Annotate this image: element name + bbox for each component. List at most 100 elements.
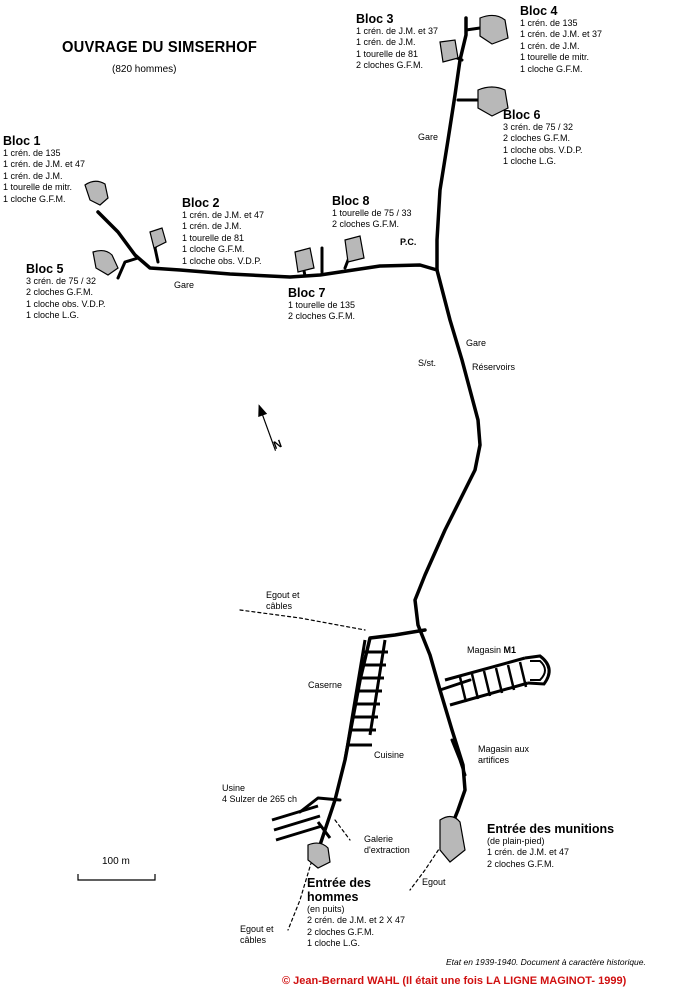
sst-label: S/st. — [418, 358, 437, 368]
entree-munitions-name: Entrée des munitions — [487, 822, 615, 836]
bloc7-line: 2 cloches G.F.M. — [288, 311, 356, 322]
bloc2-label: Bloc 2 1 crén. de J.M. et 47 1 crén. de … — [182, 196, 264, 267]
bloc5-label: Bloc 5 3 crén. de 75 / 32 2 cloches G.F.… — [26, 262, 106, 322]
entree-munitions-line: 2 cloches G.F.M. — [487, 858, 555, 869]
bloc6-line: 1 cloche L.G. — [503, 156, 557, 167]
bloc4-line: 1 cloche G.F.M. — [520, 63, 583, 74]
gare-label-west: Gare — [174, 280, 195, 290]
egout-dashed-2 — [287, 849, 316, 931]
egout-dashed-1 — [239, 609, 366, 631]
bloc8-line: 1 tourelle de 75 / 33 — [332, 208, 412, 218]
bloc2-line: 1 crén. de J.M. — [182, 221, 242, 232]
magasin-artifices-line: artifices — [478, 755, 510, 766]
main-gallery — [413, 16, 482, 832]
bloc4-label: Bloc 4 1 crén. de 135 1 crén. de J.M. et… — [520, 4, 602, 75]
bloc3-label: Bloc 3 1 crén. de J.M. et 37 1 crén. de … — [356, 12, 438, 72]
caserne-ladder — [343, 639, 388, 761]
bloc6-line: 1 cloche obs. V.D.P. — [503, 144, 583, 155]
bloc5-name: Bloc 5 — [26, 262, 64, 276]
west-gallery — [96, 210, 439, 279]
bloc4-line: 1 tourelle de mitr. — [520, 52, 590, 63]
scale-label: 100 m — [102, 856, 130, 867]
magasin-m1-shape — [444, 654, 551, 707]
caserne-label: Caserne — [308, 680, 343, 690]
entree-hommes-name: Entrée des — [307, 876, 371, 890]
usine-line: Usine — [222, 783, 246, 793]
egout-cables-label-1: Egout et câbles — [266, 590, 300, 613]
bloc2-line: 1 tourelle de 81 — [182, 232, 245, 243]
bloc4-line: 1 crén. de 135 — [520, 18, 578, 28]
bloc5-block — [92, 249, 119, 276]
bloc3-line: 1 crén. de J.M. et 37 — [356, 26, 439, 36]
magasin-artifices-line: Magasin aux — [478, 744, 530, 754]
footnote: Etat en 1939-1940. Document à caractère … — [446, 957, 646, 967]
north-arrow-icon — [258, 404, 277, 451]
magasin-artifices-label: Magasin aux artifices — [478, 744, 529, 767]
entree-hommes-block — [307, 842, 331, 869]
bloc4-line: 1 crén. de J.M. et 37 — [520, 29, 603, 40]
entree-munitions-block — [439, 815, 466, 863]
bloc3-line: 1 crén. de J.M. — [356, 37, 416, 48]
entree-munitions-line: 1 crén. de J.M. et 47 — [487, 847, 570, 858]
bloc1-label: Bloc 1 1 crén. de 135 1 crén. de J.M. et… — [3, 134, 85, 205]
bloc3-name: Bloc 3 — [356, 12, 394, 26]
egout-cables-line: Egout et — [266, 590, 300, 600]
bloc5-line: 1 cloche obs. V.D.P. — [26, 298, 106, 309]
bloc1-line: 1 cloche G.F.M. — [3, 193, 66, 204]
bloc5-line: 1 cloche L.G. — [26, 310, 80, 321]
bloc6-line: 2 cloches G.F.M. — [503, 133, 571, 144]
galerie-label: Galerie d'extraction — [364, 834, 410, 857]
bloc2-line: 1 crén. de J.M. et 47 — [182, 210, 265, 220]
bloc8-name: Bloc 8 — [332, 194, 370, 208]
caserne-gallery — [318, 628, 427, 847]
bloc8-block — [344, 235, 365, 263]
magasin-m1-prefix: Magasin — [467, 645, 504, 655]
entree-hommes-name: hommes — [307, 890, 359, 904]
magasin-m1-bold: M1 — [503, 645, 517, 655]
bloc7-label: Bloc 7 1 tourelle de 135 2 cloches G.F.M… — [288, 286, 355, 323]
egout-cables-line: câbles — [266, 601, 293, 612]
galerie-line: d'extraction — [364, 845, 410, 856]
bloc5-line: 3 crén. de 75 / 32 — [26, 276, 97, 286]
scale-bar — [77, 874, 156, 881]
copyright: © Jean-Bernard WAHL (Il était une fois L… — [282, 975, 627, 987]
bloc4-line: 1 crén. de J.M. — [520, 40, 580, 51]
cuisine-label: Cuisine — [374, 750, 405, 760]
entree-hommes-line: 1 cloche L.G. — [307, 938, 361, 949]
reservoirs-label: Réservoirs — [472, 362, 516, 372]
egout-cables-label-2: Egout et câbles — [240, 924, 274, 947]
entree-hommes-line: 2 crén. de J.M. et 2 X 47 — [307, 915, 406, 926]
galerie-line: Galerie — [364, 834, 394, 844]
entree-hommes-label: Entrée des hommes (en puits) 2 crén. de … — [307, 876, 405, 950]
bloc3-block — [439, 39, 459, 63]
bloc7-line: 1 tourelle de 135 — [288, 300, 356, 310]
entree-hommes-line: 2 cloches G.F.M. — [307, 926, 375, 937]
egout-cables-line: Egout et — [240, 924, 274, 934]
bloc6-line: 3 crén. de 75 / 32 — [503, 122, 574, 132]
map-title: OUVRAGE DU SIMSERHOF — [62, 39, 258, 56]
bloc1-line: 1 crén. de 135 — [3, 148, 61, 158]
bloc4-gallery — [464, 26, 482, 32]
magasin-m1-label: Magasin M1 — [467, 645, 516, 656]
entree-hommes-sub: (en puits) — [307, 904, 345, 914]
bloc8-line: 2 cloches G.F.M. — [332, 219, 400, 230]
usine-label: Usine 4 Sulzer de 265 ch — [222, 783, 297, 806]
map-subtitle: (820 hommes) — [112, 64, 177, 75]
bloc6-block — [477, 86, 509, 117]
egout-dashed-3 — [409, 839, 446, 891]
bloc3-line: 1 tourelle de 81 — [356, 48, 419, 59]
bloc1-block — [84, 180, 109, 206]
bloc7-block — [294, 247, 315, 273]
entree-munitions-sub: (de plain-pied) — [487, 836, 545, 846]
usine-gallery — [298, 796, 342, 814]
bloc4-name: Bloc 4 — [520, 4, 558, 18]
bloc5-line: 2 cloches G.F.M. — [26, 287, 94, 298]
bloc1-name: Bloc 1 — [3, 134, 41, 148]
egout-cables-line: câbles — [240, 935, 267, 946]
usine-line: 4 Sulzer de 265 ch — [222, 794, 298, 805]
bloc3-line: 2 cloches G.F.M. — [356, 60, 424, 71]
bloc7-name: Bloc 7 — [288, 286, 326, 300]
bloc4-block — [479, 14, 509, 45]
